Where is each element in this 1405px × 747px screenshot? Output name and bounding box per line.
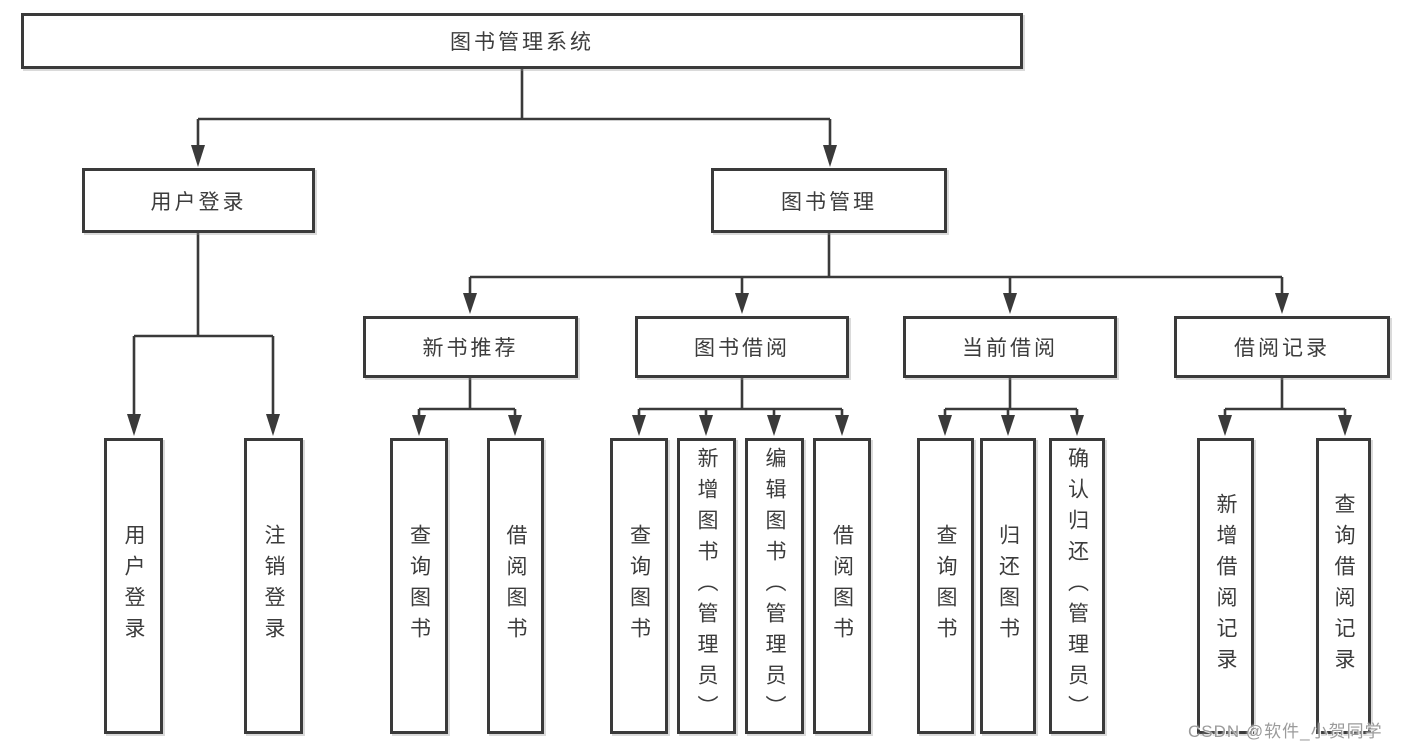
leaf-label: 借阅图书 (504, 524, 527, 648)
leaf-node-borrow-books: 借阅图书 (487, 438, 544, 734)
leaf-node-user-login: 用户登录 (104, 438, 163, 734)
node-book-management-label: 图书管理 (781, 190, 877, 214)
group-node-label: 新书推荐 (422, 337, 519, 360)
leaf-label: 用户登录 (122, 524, 145, 648)
leaf-label: 新增借阅记录 (1214, 493, 1237, 679)
leaf-node-query-books: 查询图书 (390, 438, 448, 734)
csdn-watermark: CSDN @软件_小贺同学 (1188, 722, 1383, 741)
leaf-label: 查询图书 (934, 524, 957, 648)
node-user-login: 用户登录 (82, 168, 315, 233)
root-node-label: 图书管理系统 (450, 31, 594, 54)
leaf-label: 确认归还（管理员） (1065, 446, 1089, 726)
group-node-new-book-recommend: 新书推荐 (363, 316, 578, 378)
leaf-label: 编辑图书（管理员） (763, 446, 786, 726)
leaf-node-query-books: 查询图书 (917, 438, 974, 734)
leaf-node-edit-books-admin: 编辑图书（管理员） (745, 438, 804, 734)
leaf-node-add-borrow-record: 新增借阅记录 (1197, 438, 1254, 734)
leaf-label: 新增图书（管理员） (695, 446, 718, 726)
root-node-system: 图书管理系统 (21, 13, 1023, 69)
leaf-label: 注销登录 (262, 524, 285, 648)
leaf-label: 借阅图书 (830, 524, 854, 648)
leaf-label: 查询图书 (627, 524, 651, 648)
group-node-current-borrowing: 当前借阅 (903, 316, 1117, 378)
leaf-node-borrow-books: 借阅图书 (813, 438, 871, 734)
leaf-label: 归还图书 (996, 524, 1020, 648)
group-node-borrowing-records: 借阅记录 (1174, 316, 1390, 378)
leaf-node-query-borrow-record: 查询借阅记录 (1316, 438, 1371, 734)
leaf-node-logout: 注销登录 (244, 438, 303, 734)
arrowheads (127, 145, 1352, 436)
leaf-node-add-books-admin: 新增图书（管理员） (677, 438, 736, 734)
leaf-label: 查询借阅记录 (1332, 493, 1355, 679)
group-node-book-borrowing: 图书借阅 (635, 316, 849, 378)
leaf-node-return-books: 归还图书 (980, 438, 1036, 734)
group-node-label: 当前借阅 (962, 337, 1058, 360)
group-node-label: 图书借阅 (694, 337, 790, 360)
leaf-node-confirm-return-admin: 确认归还（管理员） (1049, 438, 1105, 734)
leaf-node-query-books: 查询图书 (610, 438, 668, 734)
node-user-login-label: 用户登录 (150, 190, 247, 214)
node-book-management: 图书管理 (711, 168, 947, 233)
group-node-label: 借阅记录 (1234, 337, 1330, 360)
leaf-label: 查询图书 (407, 524, 431, 648)
